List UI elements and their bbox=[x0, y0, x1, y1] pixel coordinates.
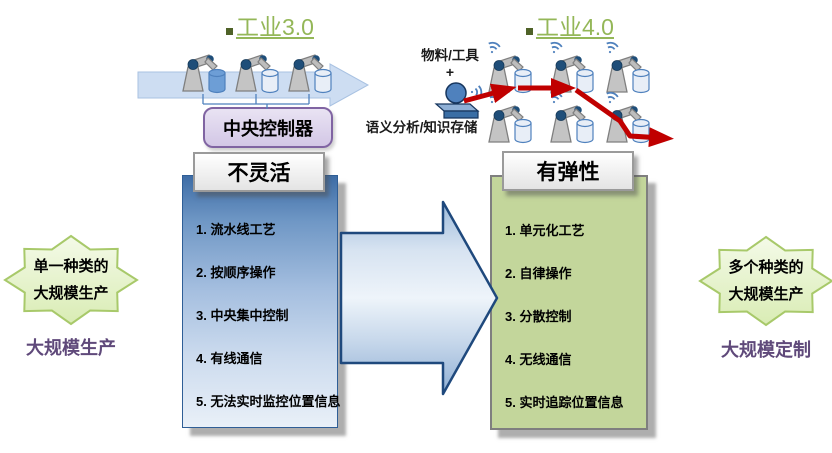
list-item: 2. 自律操作 bbox=[505, 266, 572, 281]
list-item: 2. 按顺序操作 bbox=[196, 265, 276, 280]
square-bullet-icon bbox=[526, 28, 533, 35]
red-route-arrow-icon bbox=[463, 78, 674, 148]
inflexible-header: 不灵活 bbox=[193, 152, 325, 192]
title-industry-4: 工业4.0 bbox=[526, 8, 614, 42]
right-badge-text: 多个种类的 大规模生产 bbox=[696, 254, 832, 308]
title-industry-4-label: 工业4.0 bbox=[536, 14, 614, 40]
mass-customization-caption: 大规模定制 bbox=[721, 340, 811, 360]
semantic-analysis-label: 语义分析/知识存储 bbox=[365, 120, 478, 135]
list-item: 5. 无法实时监控位置信息 bbox=[196, 394, 341, 409]
list-item: 5. 实时追踪位置信息 bbox=[505, 395, 624, 410]
title-industry-3: 工业3.0 bbox=[226, 8, 314, 42]
plus-label: + bbox=[445, 64, 455, 80]
badge-line: 单一种类的 bbox=[33, 258, 109, 275]
list-item: 1. 单元化工艺 bbox=[505, 223, 585, 238]
burst-badge-left bbox=[3, 234, 139, 326]
left-badge-text: 单一种类的 大规模生产 bbox=[1, 253, 141, 307]
burst-badge-right bbox=[698, 235, 832, 327]
badge-line: 多个种类的 bbox=[728, 259, 804, 276]
badge-line: 大规模生产 bbox=[728, 286, 804, 303]
list-item: 1. 流水线工艺 bbox=[196, 222, 276, 237]
person-icon bbox=[434, 82, 484, 119]
title-industry-3-label: 工业3.0 bbox=[236, 14, 314, 40]
central-controller-box: 中央控制器 bbox=[203, 107, 333, 148]
list-item: 4. 无线通信 bbox=[505, 352, 572, 367]
square-bullet-icon bbox=[226, 28, 233, 35]
industry3-feature-panel: 1. 流水线工艺 2. 按顺序操作 3. 中央集中控制 4. 有线通信 5. 无… bbox=[182, 175, 341, 428]
list-item: 3. 中央集中控制 bbox=[196, 308, 289, 323]
industry4-feature-panel: 1. 单元化工艺 2. 自律操作 3. 分散控制 4. 无线通信 5. 实时追踪… bbox=[490, 175, 648, 430]
list-item: 4. 有线通信 bbox=[196, 351, 263, 366]
controller-connector-lines bbox=[202, 94, 310, 109]
flexible-header: 有弹性 bbox=[502, 151, 634, 191]
badge-line: 大规模生产 bbox=[33, 285, 109, 302]
list-item: 3. 分散控制 bbox=[505, 309, 572, 324]
material-tools-label: 物料/工具 bbox=[421, 48, 479, 63]
mass-production-caption: 大规模生产 bbox=[26, 338, 116, 358]
